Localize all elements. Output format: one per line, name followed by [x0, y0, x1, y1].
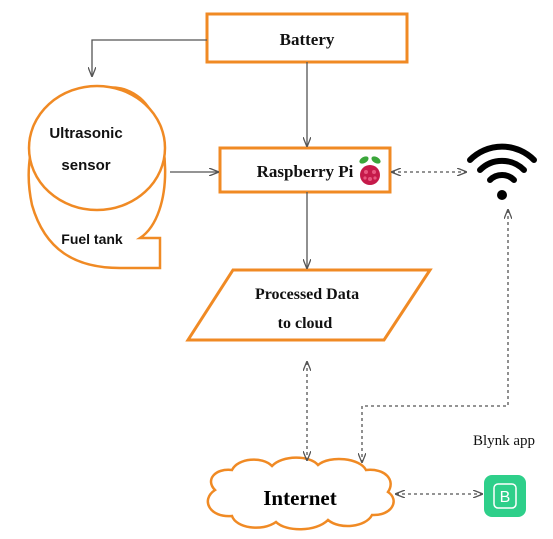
arrow-battery-to-sensor: [92, 39, 207, 76]
internet-node: Internet: [206, 456, 395, 531]
processed-data-label-line1: Processed Data: [255, 286, 359, 303]
battery-node: Battery: [205, 12, 409, 64]
blynk-app-node: Blynk app B: [473, 433, 535, 517]
blynk-app-icon: B: [484, 475, 526, 517]
cloud-icon: [206, 456, 395, 531]
raspberry-pi-logo-icon: [359, 156, 381, 185]
ultrasonic-sensor-label-line1: Ultrasonic: [49, 125, 122, 142]
connections: [92, 39, 508, 494]
ultrasonic-sensor-label-line2: sensor: [61, 157, 110, 174]
raspberry-pi-label: Raspberry Pi: [257, 162, 354, 181]
ultrasonic-sensor-node: [27, 84, 167, 212]
wifi-icon: [467, 143, 537, 200]
blynk-logo-letter: B: [500, 489, 511, 506]
arrow-wifi-internet: [362, 210, 508, 462]
processed-data-node: Processed Data to cloud: [185, 268, 433, 342]
fuel-tank-label: Fuel tank: [61, 231, 123, 247]
blynk-app-label: Blynk app: [473, 433, 535, 449]
battery-label: Battery: [280, 30, 335, 49]
fuel-tank-node: Ultrasonic sensor Fuel tank: [27, 84, 167, 270]
raspberry-pi-node: Raspberry Pi: [218, 146, 392, 194]
processed-data-label-line2: to cloud: [278, 315, 333, 332]
internet-label: Internet: [263, 486, 336, 510]
